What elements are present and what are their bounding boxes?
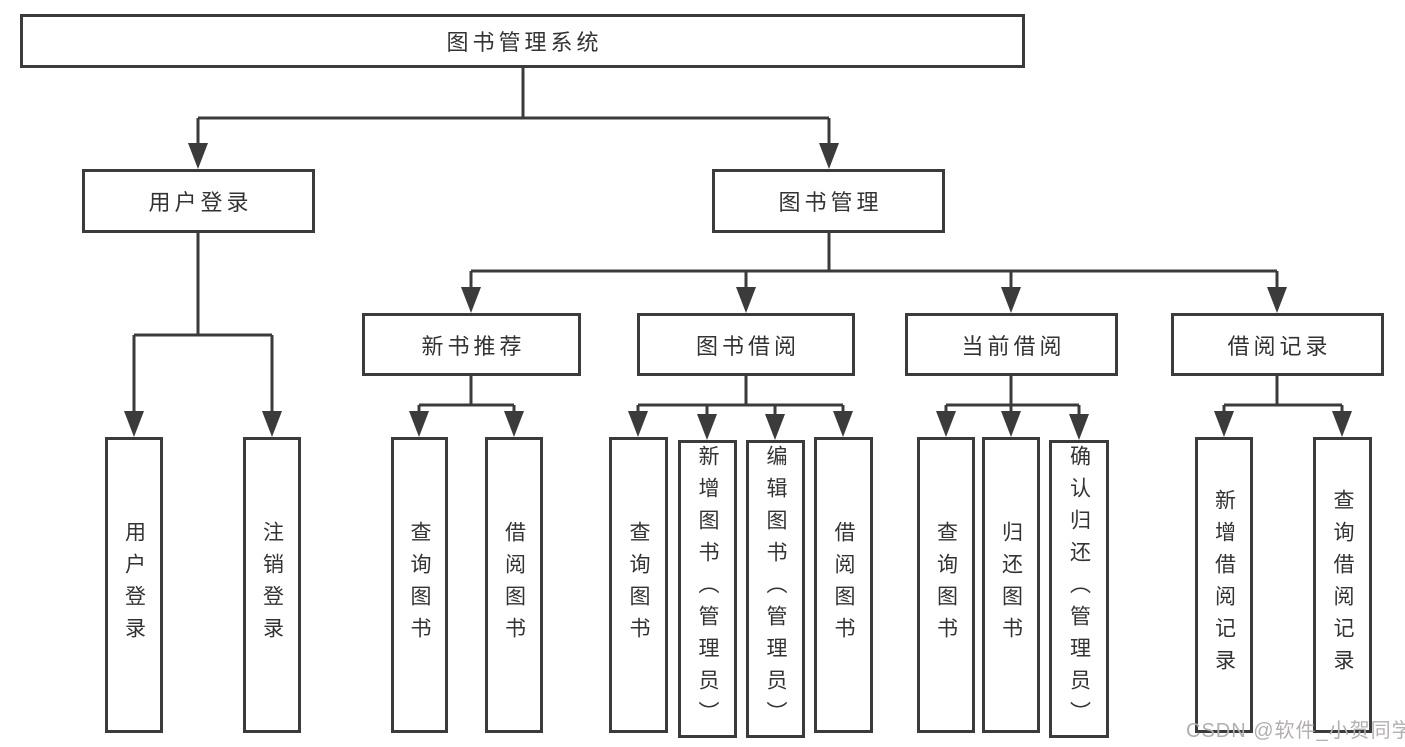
node-query-books-borrowing: 查询图书 bbox=[609, 437, 668, 733]
node-label: 注销登录 bbox=[260, 521, 284, 649]
node-label: 当前借阅 bbox=[961, 333, 1066, 359]
node-borrow-books-leaf: 借阅图书 bbox=[814, 437, 873, 733]
node-label: 图书管理系统 bbox=[446, 30, 603, 55]
node-add-borrow-record: 新增借阅记录 bbox=[1195, 437, 1253, 733]
node-edit-books-admin: 编辑图书（管理员） bbox=[746, 440, 805, 738]
node-current-borrowing: 当前借阅 bbox=[905, 313, 1118, 376]
node-user-login: 用户登录 bbox=[82, 169, 315, 233]
node-label: 查询借阅记录 bbox=[1331, 489, 1354, 681]
node-label: 借阅记录 bbox=[1227, 333, 1332, 359]
node-library-management-system: 图书管理系统 bbox=[20, 14, 1025, 68]
node-label: 用户登录 bbox=[122, 521, 146, 649]
node-query-books-current: 查询图书 bbox=[917, 437, 975, 733]
node-logout: 注销登录 bbox=[243, 437, 301, 733]
node-query-borrow-record: 查询借阅记录 bbox=[1313, 437, 1372, 733]
node-query-books-recommend: 查询图书 bbox=[391, 437, 448, 733]
node-label: 新增借阅记录 bbox=[1212, 489, 1236, 681]
node-user-login-leaf: 用户登录 bbox=[105, 437, 163, 733]
node-confirm-return-admin: 确认归还（管理员） bbox=[1049, 440, 1109, 738]
node-label: 图书借阅 bbox=[695, 333, 800, 359]
node-label: 新增图书（管理员） bbox=[696, 445, 719, 733]
node-label: 借阅图书 bbox=[832, 521, 855, 649]
node-label: 查询图书 bbox=[408, 521, 431, 649]
node-label: 图书管理 bbox=[778, 190, 883, 215]
node-label: 编辑图书（管理员） bbox=[764, 445, 787, 733]
node-borrowing-records: 借阅记录 bbox=[1171, 313, 1384, 376]
csdn-watermark: CSDN @软件_小贺同学 bbox=[1186, 720, 1405, 742]
node-label: 新书推荐 bbox=[421, 333, 526, 359]
node-new-book-recommendation: 新书推荐 bbox=[362, 313, 581, 376]
node-label: 查询图书 bbox=[934, 521, 958, 649]
node-label: 确认归还（管理员） bbox=[1067, 445, 1091, 733]
node-add-books-admin: 新增图书（管理员） bbox=[678, 440, 737, 738]
node-label: 归还图书 bbox=[999, 521, 1023, 649]
node-book-management: 图书管理 bbox=[712, 169, 945, 233]
node-label: 用户登录 bbox=[148, 190, 253, 215]
node-label: 查询图书 bbox=[627, 521, 650, 649]
node-label: 借阅图书 bbox=[502, 521, 526, 649]
node-return-books: 归还图书 bbox=[982, 437, 1040, 733]
node-borrow-books-recommend: 借阅图书 bbox=[485, 437, 543, 733]
node-book-borrowing: 图书借阅 bbox=[637, 313, 855, 376]
